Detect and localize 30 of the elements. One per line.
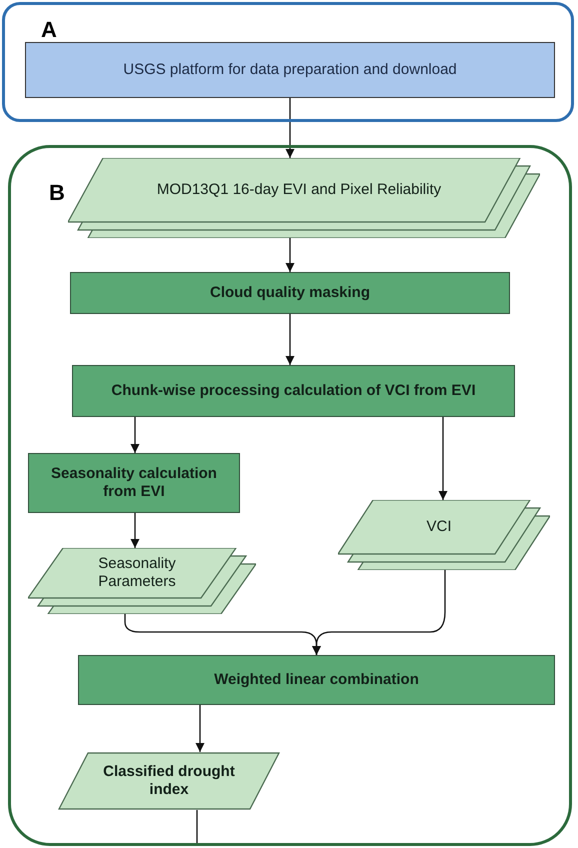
- arrow: [438, 417, 448, 500]
- node-label: Chunk-wise processing calculation of VCI from EVI: [111, 382, 476, 400]
- node-label: Weighted linear combination: [214, 671, 419, 689]
- process-box: [28, 453, 240, 513]
- node-label: Seasonality calculation from EVI: [50, 465, 218, 501]
- arrow: [285, 238, 295, 272]
- arrow: [130, 513, 140, 548]
- document-stack: [68, 158, 540, 238]
- process-box: [70, 272, 510, 314]
- document-stack: [28, 548, 256, 614]
- node-label: USGS platform for data preparation and download: [123, 61, 457, 79]
- node-label: Seasonality Parameters: [97, 555, 177, 591]
- arrow: [312, 570, 446, 655]
- panel-letter: B: [49, 179, 65, 207]
- group-frame: [2, 2, 574, 122]
- group-frame: [8, 145, 572, 846]
- arrow: [285, 98, 295, 158]
- node-label: Cloud quality masking: [210, 284, 370, 302]
- node-label: Classified drought index: [102, 763, 236, 799]
- arrow: [130, 417, 140, 453]
- data-parallelogram: [58, 752, 280, 810]
- process-box: [78, 655, 555, 705]
- panel-letter: A: [41, 16, 57, 44]
- document-stack: [338, 500, 550, 570]
- node-label: VCI: [426, 518, 452, 536]
- node-label: MOD13Q1 16-day EVI and Pixel Reliability: [156, 181, 442, 199]
- process-box: [72, 365, 515, 417]
- arrow: [195, 705, 205, 752]
- arrow: [285, 314, 295, 365]
- process-box: [25, 42, 555, 98]
